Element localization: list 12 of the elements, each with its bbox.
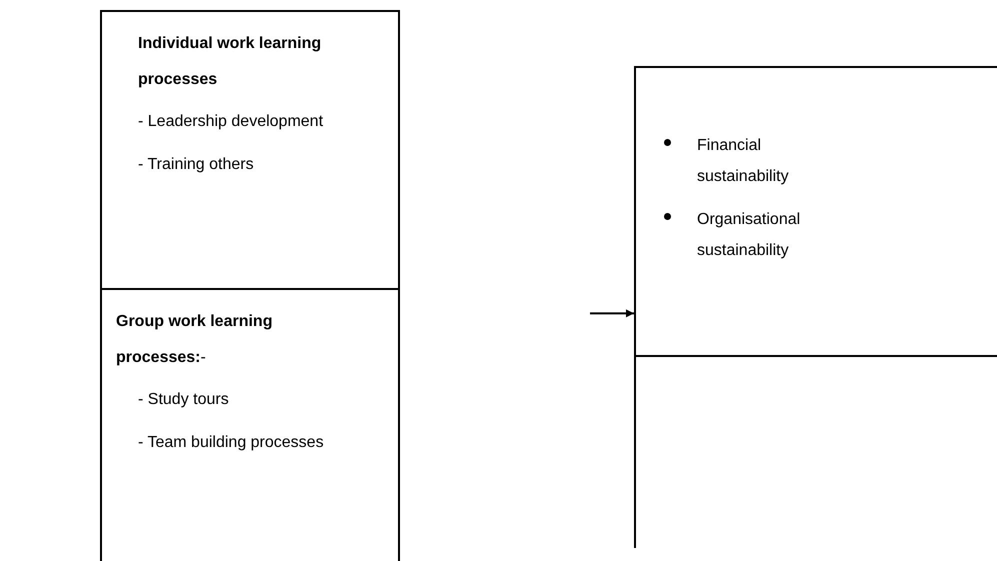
section-heading: Individual work learning processes (138, 34, 322, 90)
list-item: - Leadership development (138, 112, 324, 132)
list-item: - Training others (138, 155, 255, 175)
list-item: Financial sustainability (697, 136, 790, 187)
table-cell (100, 10, 400, 289)
arrow (590, 309, 634, 318)
table-cell (100, 288, 400, 561)
list-item: - Study tours (137, 390, 230, 410)
section-heading: Group work learning processes:- (116, 312, 274, 368)
list-item: - Team building processes (137, 433, 325, 453)
list-item: Organisational sustainability (697, 210, 802, 261)
table-cell (634, 66, 997, 357)
